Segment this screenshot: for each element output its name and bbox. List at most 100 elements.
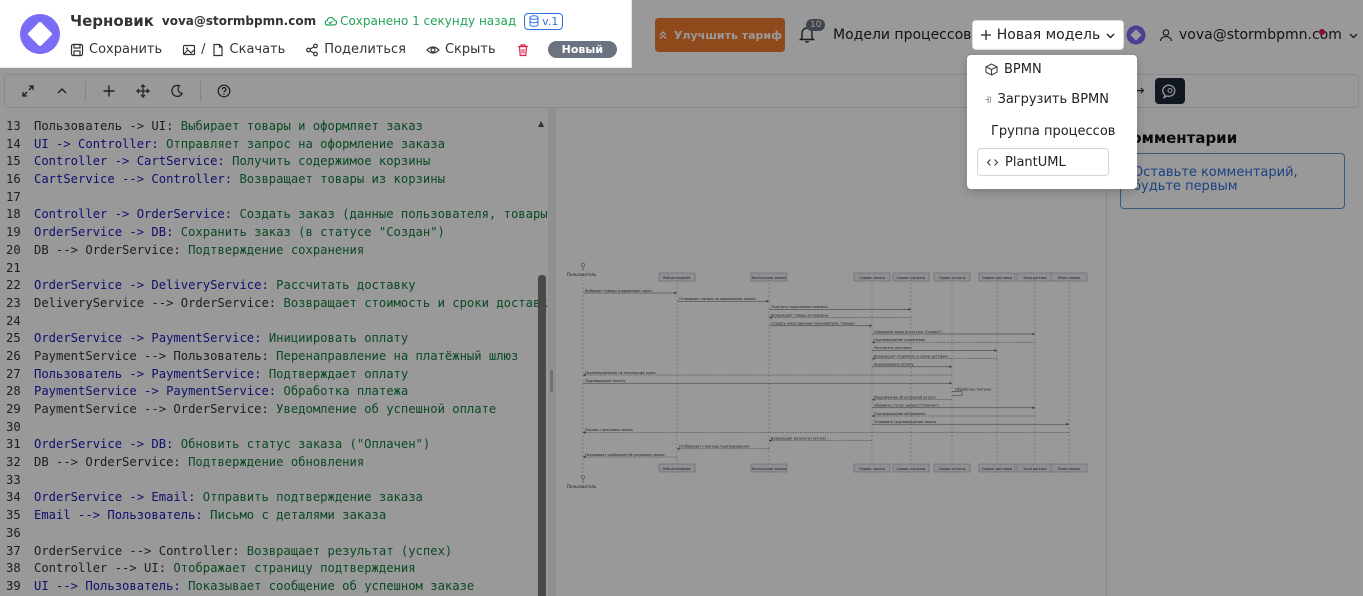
code-participants: Пользователь -> PaymentService:	[34, 366, 269, 381]
download-button[interactable]: / Скачать	[182, 42, 285, 57]
trash-icon	[517, 43, 528, 56]
comments-toggle-button[interactable]	[1155, 78, 1185, 104]
line-number: 27	[6, 366, 21, 381]
participant-box	[933, 463, 971, 473]
help-button[interactable]	[207, 75, 241, 107]
code-line[interactable]: 36	[0, 525, 548, 543]
draft-title[interactable]: Черновик	[70, 12, 154, 30]
dropdown-item-import-bpmn[interactable]: Загрузить BPMN	[977, 85, 1109, 113]
line-number: 25	[6, 331, 21, 346]
line-number: 36	[6, 525, 21, 540]
notification-dot	[1319, 29, 1325, 35]
cloud-check-icon	[324, 16, 338, 26]
dropdown-item-label: PlantUML	[1005, 154, 1066, 170]
code-line[interactable]: 30	[0, 419, 548, 437]
new-model-button[interactable]: Новая модель	[972, 20, 1124, 50]
account-menu[interactable]: vova@stormbpmn.com	[1159, 27, 1359, 43]
code-message: Возвращает результат (успех)	[246, 543, 453, 558]
move-button[interactable]	[126, 75, 160, 107]
actor-label: Пользователь	[567, 484, 597, 489]
participant-box	[1050, 463, 1088, 473]
code-icon	[986, 158, 999, 166]
dropdown-item-label: Группа процессов	[991, 123, 1116, 139]
dropdown-item-process-group[interactable]: Группа процессов	[977, 117, 1115, 145]
share-button[interactable]: Поделиться	[305, 42, 406, 57]
logo-icon[interactable]	[20, 14, 60, 54]
user-icon	[1159, 29, 1173, 42]
upgrade-plan-label: Улучшить тариф	[673, 28, 783, 42]
participant-label: Сервис доставки	[982, 276, 1012, 280]
code-line[interactable]: 17	[0, 189, 548, 207]
dropdown-item-plantuml[interactable]: PlantUML	[977, 148, 1109, 176]
arrow-head	[583, 431, 586, 434]
toolbar-divider	[85, 81, 86, 101]
hide-button[interactable]: Скрыть	[426, 42, 496, 57]
arrow-head	[994, 349, 997, 352]
toolbar-divider	[200, 81, 201, 101]
code-text: UI -> Controller: Отправляет запрос на о…	[30, 136, 445, 154]
upgrade-plan-button[interactable]: Улучшить тариф	[655, 18, 785, 52]
arrow-head	[949, 381, 952, 385]
code-participants: OrderService -> DB:	[34, 225, 181, 240]
save-button[interactable]: Сохранить	[70, 42, 162, 57]
arrow-right-icon[interactable]: →	[1133, 83, 1145, 99]
plus-icon	[103, 85, 115, 97]
line-number: 32	[6, 455, 21, 470]
theme-button[interactable]	[160, 75, 194, 107]
comment-input[interactable]: Оставьте комментарий, будьте первым	[1120, 153, 1345, 209]
dropdown-item-label: Загрузить BPMN	[997, 91, 1109, 107]
code-message: Письмо с деталями заказа	[210, 508, 387, 523]
message-label: Перенаправление на платёжный шлюз	[585, 371, 656, 375]
code-line[interactable]: 21	[0, 260, 548, 278]
process-models-link[interactable]: Модели процессов	[833, 27, 972, 43]
brand-diamond-icon[interactable]	[1126, 25, 1146, 45]
line-number: 24	[6, 313, 21, 328]
zoom-in-button[interactable]	[92, 75, 126, 107]
dropdown-item-bpmn[interactable]: BPMN	[977, 55, 1109, 83]
participant-box	[750, 463, 788, 473]
editor-scrollbar[interactable]	[538, 275, 546, 596]
line-number: 17	[6, 189, 21, 204]
expand-button[interactable]	[11, 75, 45, 107]
message-label: Получить содержимое корзины	[771, 305, 828, 309]
code-message: Рассчитать доставку	[276, 278, 416, 293]
delete-button[interactable]	[516, 43, 530, 57]
code-message: Подтверждение обновления	[188, 455, 365, 470]
collapse-button[interactable]	[45, 75, 79, 107]
arrow-head	[872, 414, 875, 418]
message-label: Сохранить заказ (в статусе "Создан")	[874, 330, 942, 334]
code-participants: Email --> Пользователь:	[34, 508, 211, 523]
version-badge[interactable]: v.1	[524, 12, 564, 30]
arrow-head	[949, 365, 952, 369]
participant-box	[853, 463, 891, 473]
code-line[interactable]: 33	[0, 472, 548, 490]
pane-resize-handle[interactable]	[548, 108, 556, 596]
code-line[interactable]: 24	[0, 313, 548, 331]
participant-label: Сервис оплаты	[939, 467, 966, 471]
scroll-up-arrow[interactable]: ▲	[538, 119, 545, 128]
